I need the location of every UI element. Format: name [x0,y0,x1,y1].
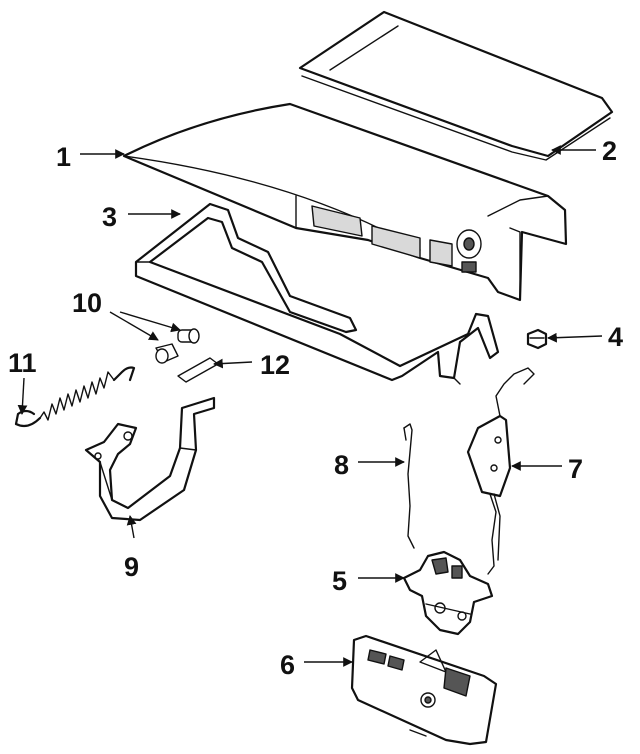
callout-11: 11 [8,348,37,378]
trunk-lid [122,102,568,302]
clip [177,357,219,383]
callouts: 1 2 3 4 5 6 7 8 9 10 11 12 [8,136,623,680]
callout-8: 8 [334,450,349,480]
weatherstrip-seal [134,202,500,385]
callout-6: 6 [280,650,295,680]
hinge [84,396,216,522]
callout-1: 1 [56,142,71,172]
latch-cable [466,367,535,575]
nut [526,328,548,350]
callout-12: 12 [260,350,290,380]
callout-10: 10 [72,288,102,318]
latch [402,550,494,636]
callout-9: 9 [124,552,139,582]
callout-7: 7 [568,454,583,484]
trunk-lid-panel [298,10,614,161]
callout-5: 5 [332,566,347,596]
bumpers [155,328,200,364]
callout-3: 3 [102,202,117,232]
lock-cylinder-handle [350,634,498,746]
callout-2: 2 [602,136,617,166]
leader-lines [17,145,603,667]
callout-4: 4 [608,322,623,352]
latch-rod [403,423,415,549]
